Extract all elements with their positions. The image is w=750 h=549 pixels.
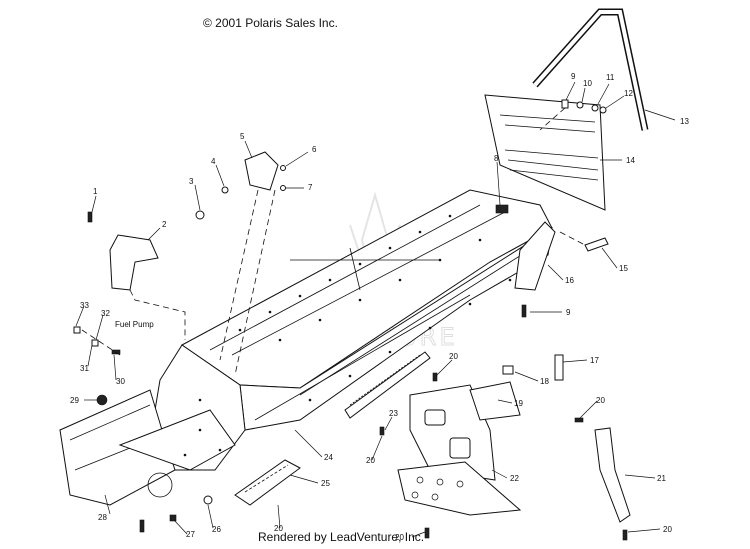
callout-15: 15 <box>619 264 628 273</box>
rear-side-bracket <box>514 221 556 291</box>
snow-flap <box>484 94 606 211</box>
plug <box>584 237 609 252</box>
callout-18: 18 <box>540 377 549 386</box>
callout-17: 17 <box>590 356 599 365</box>
rear-bumper-plate <box>397 384 522 516</box>
callout-20-a: 20 <box>449 352 458 361</box>
callout-26: 26 <box>212 525 221 534</box>
callout-23: 23 <box>389 409 398 418</box>
callout-32: 32 <box>101 309 110 318</box>
running-board <box>344 351 431 419</box>
callout-3: 3 <box>189 177 194 186</box>
chassis-tunnel <box>59 189 553 506</box>
callout-20-d: 20 <box>274 524 283 533</box>
callout-numbers: 1 2 3 4 5 6 7 8 9 10 11 12 13 14 15 16 9… <box>70 72 689 542</box>
callout-29: 29 <box>70 396 79 405</box>
callout-7: 7 <box>308 183 313 192</box>
callout-31: 31 <box>80 364 89 373</box>
callout-13: 13 <box>680 117 689 126</box>
fasteners <box>73 99 628 541</box>
callout-8: 8 <box>494 154 499 163</box>
steering-bracket <box>109 234 159 291</box>
fuel-pump-label: Fuel Pump <box>115 320 154 329</box>
callout-16: 16 <box>565 276 574 285</box>
callout-10: 10 <box>583 79 592 88</box>
footrest-grate <box>234 459 301 506</box>
callout-11: 11 <box>606 73 615 82</box>
callout-9-top: 9 <box>571 72 576 81</box>
side-rail <box>594 427 631 523</box>
callout-12: 12 <box>624 89 633 98</box>
copyright-text: © 2001 Polaris Sales Inc. <box>203 16 338 30</box>
callout-24: 24 <box>324 453 333 462</box>
callout-2: 2 <box>162 220 167 229</box>
callout-28: 28 <box>98 513 107 522</box>
leader-lines <box>75 81 676 538</box>
callout-21: 21 <box>657 474 666 483</box>
callout-20-f: 20 <box>663 525 672 534</box>
upper-mount-bracket <box>244 151 279 191</box>
callout-20-e: 20 <box>395 533 404 542</box>
callout-6: 6 <box>312 145 317 154</box>
callout-33: 33 <box>80 301 89 310</box>
callout-4: 4 <box>211 157 216 166</box>
callout-5: 5 <box>240 132 245 141</box>
rear-mount-bracket <box>469 381 521 421</box>
callout-20-c: 20 <box>366 456 375 465</box>
callout-19: 19 <box>514 399 523 408</box>
callout-30: 30 <box>116 377 125 386</box>
callout-1: 1 <box>93 187 98 196</box>
rendered-by-text: Rendered by LeadVenture, Inc. <box>258 530 425 544</box>
callout-20-b: 20 <box>596 396 605 405</box>
callout-22: 22 <box>510 474 519 483</box>
callout-25: 25 <box>321 479 330 488</box>
callout-14: 14 <box>626 156 635 165</box>
callout-27: 27 <box>186 530 195 539</box>
callout-9-side: 9 <box>566 308 571 317</box>
